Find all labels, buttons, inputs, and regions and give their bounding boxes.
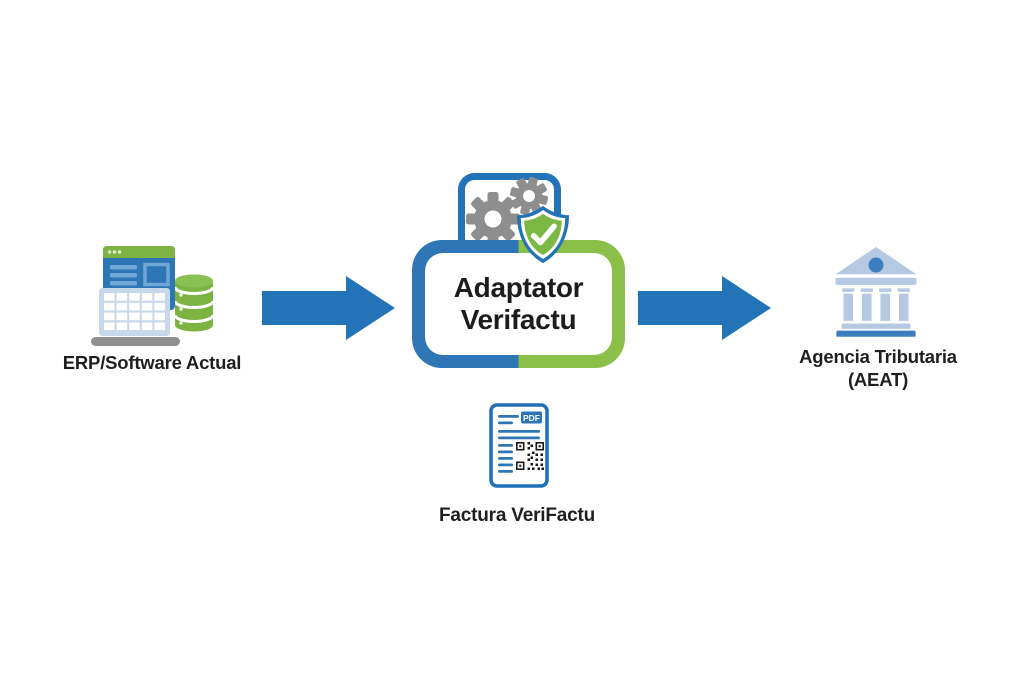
invoice-label: Factura VeriFactu	[438, 505, 596, 526]
erp-label: ERP/Software Actual	[62, 352, 242, 373]
qr-code-icon	[516, 442, 544, 470]
arrow-right-icon	[262, 276, 395, 340]
aeat-label-line2: (AEAT)	[847, 369, 909, 390]
pdf-badge: PDF	[521, 411, 542, 424]
arrow-right-icon	[638, 276, 771, 340]
laptop-icon	[91, 288, 180, 346]
aeat-label-line1: Agencia Tributaria	[799, 346, 957, 367]
adapter-box: Adaptator Verifactu	[412, 240, 625, 368]
document-lines	[498, 415, 540, 473]
shield-check-icon	[516, 205, 570, 264]
flow-arrow-erp-to-adapter	[262, 276, 395, 340]
gear-small-icon	[509, 176, 549, 216]
bank-columns	[842, 288, 910, 321]
adapter-box-inner: Adaptator Verifactu	[425, 253, 612, 355]
spreadsheet-grid	[104, 293, 165, 331]
aeat-label: Agencia Tributaria (AEAT)	[766, 345, 990, 391]
pdf-invoice-icon: PDF	[489, 403, 549, 488]
gears-panel-icon	[458, 173, 561, 257]
flow-arrow-adapter-to-aeat	[638, 276, 771, 340]
checkmark-icon	[530, 223, 557, 246]
adapter-title-line1: Adaptator	[453, 272, 584, 303]
adapter-title-line2: Verifactu	[460, 304, 577, 335]
database-icon	[175, 274, 213, 332]
bank-icon	[835, 247, 917, 337]
svg-text:PDF: PDF	[523, 413, 540, 423]
gear-large-icon	[466, 192, 520, 246]
